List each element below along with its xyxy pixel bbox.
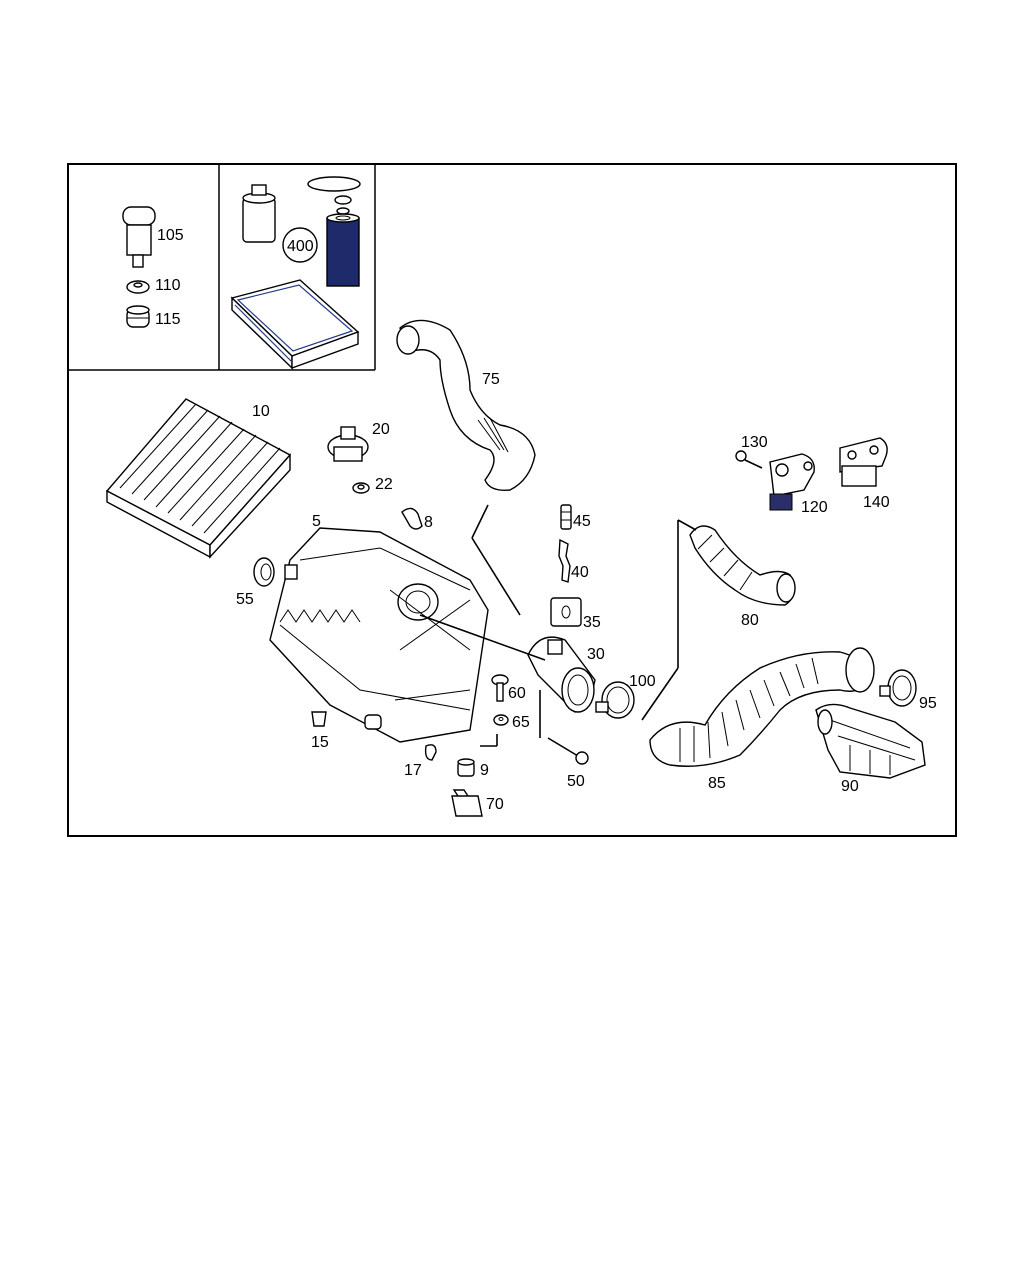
part-9-rubber-mount[interactable] — [457, 758, 475, 777]
label-35: 35 — [583, 614, 601, 631]
label-60: 60 — [508, 685, 526, 702]
label-50: 50 — [567, 773, 585, 790]
label-30: 30 — [587, 646, 605, 663]
label-115: 115 — [155, 311, 181, 328]
leader-lines — [419, 504, 697, 747]
part-120-valve[interactable] — [769, 453, 815, 511]
part-85-corrugated-hose[interactable] — [649, 647, 875, 767]
part-110-washer[interactable] — [126, 280, 150, 294]
part-17-clip[interactable] — [424, 744, 437, 761]
label-120: 120 — [801, 499, 828, 516]
label-5: 5 — [312, 513, 321, 530]
part-105-cap[interactable] — [122, 206, 156, 268]
label-17: 17 — [404, 762, 422, 779]
part-20-valve[interactable] — [327, 426, 369, 462]
part-100-hose-clamp[interactable] — [595, 681, 635, 719]
label-65: 65 — [512, 714, 530, 731]
label-55: 55 — [236, 591, 254, 608]
label-45: 45 — [573, 513, 591, 530]
part-55-grommet[interactable] — [253, 557, 275, 587]
part-400-air-filter-insert[interactable] — [230, 279, 360, 370]
part-400-fuel-filter[interactable] — [242, 176, 361, 287]
part-140-sensor[interactable] — [839, 437, 888, 487]
part-75-intake-hose[interactable] — [396, 319, 536, 491]
part-5-air-filter-housing[interactable] — [269, 527, 489, 743]
label-105: 105 — [157, 227, 184, 244]
part-60-screw[interactable] — [491, 674, 509, 702]
label-22: 22 — [375, 476, 393, 493]
part-130-screw[interactable] — [735, 450, 763, 469]
part-50-bolt[interactable] — [547, 737, 589, 765]
label-85: 85 — [708, 775, 726, 792]
label-40: 40 — [571, 564, 589, 581]
label-130: 130 — [741, 434, 768, 451]
part-15-clip[interactable] — [311, 711, 327, 727]
part-80-hose[interactable] — [689, 525, 796, 606]
part-70-bracket[interactable] — [451, 789, 483, 817]
label-70: 70 — [486, 796, 504, 813]
callout-labels: 105 110 115 400 10 20 22 5 8 75 45 40 35… — [155, 227, 937, 813]
part-8-clip[interactable] — [401, 507, 423, 530]
part-10-air-filter-element[interactable] — [105, 398, 292, 559]
part-115-grommet[interactable] — [126, 305, 150, 328]
label-9: 9 — [480, 762, 489, 779]
part-22-washer[interactable] — [352, 482, 370, 494]
part-45-pin[interactable] — [560, 504, 572, 530]
label-110: 110 — [155, 277, 181, 294]
label-90: 90 — [841, 778, 859, 795]
part-40-terminal[interactable] — [558, 538, 571, 583]
part-95-hose-clamp[interactable] — [879, 669, 917, 707]
part-90-air-duct[interactable] — [815, 703, 926, 779]
label-400: 400 — [287, 238, 314, 255]
label-10: 10 — [252, 403, 270, 420]
label-100: 100 — [629, 673, 656, 690]
label-15: 15 — [311, 734, 329, 751]
label-80: 80 — [741, 612, 759, 629]
diagram-frame — [67, 163, 957, 837]
label-75: 75 — [482, 371, 500, 388]
label-140: 140 — [863, 494, 890, 511]
label-95: 95 — [919, 695, 937, 712]
part-30-air-flow-sensor[interactable] — [527, 636, 596, 713]
label-8: 8 — [424, 514, 433, 531]
part-65-washer[interactable] — [493, 714, 509, 726]
label-20: 20 — [372, 421, 390, 438]
part-35-connector[interactable] — [550, 597, 582, 627]
part-400-bubble — [282, 227, 318, 263]
